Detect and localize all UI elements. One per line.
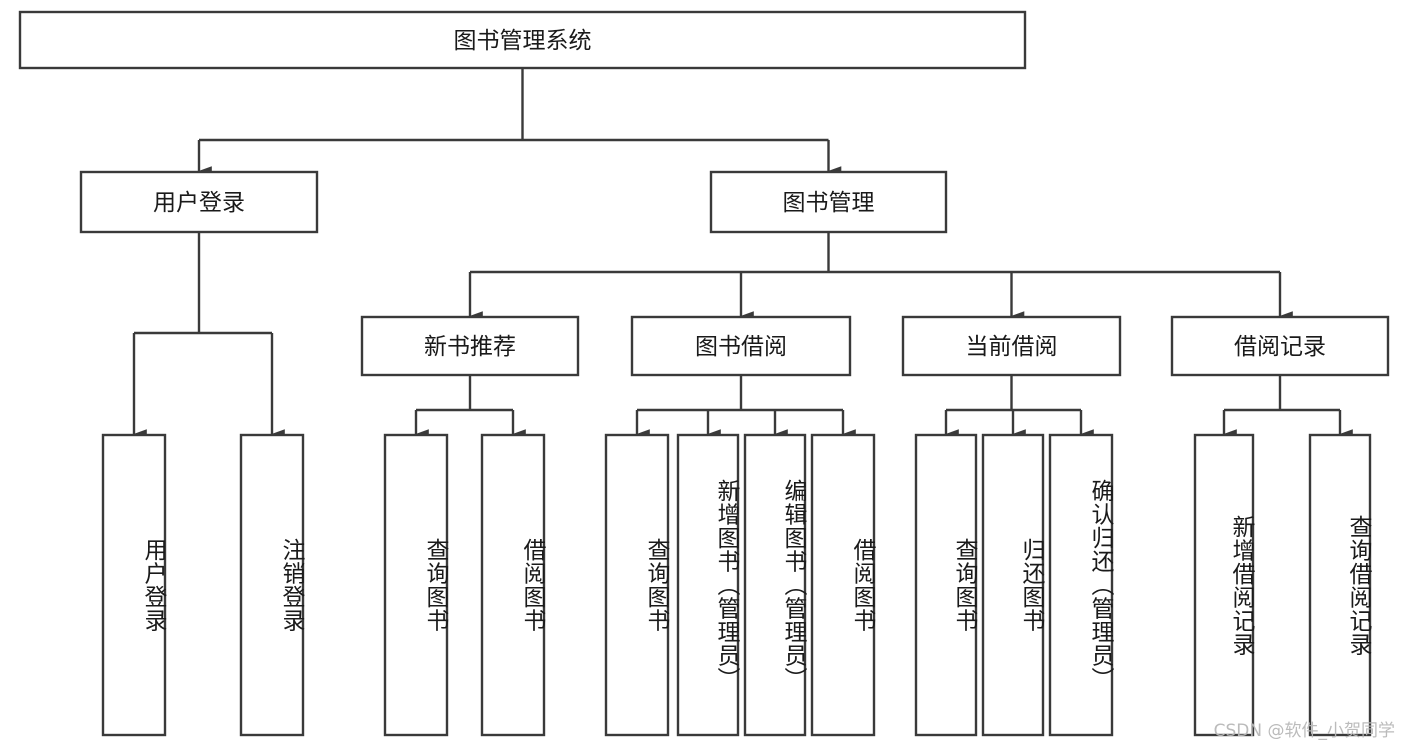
- node-leaf-query-book-borrow[interactable]: [604, 433, 670, 737]
- node-box-user-login[interactable]: [79, 170, 319, 234]
- node-leaf-return-book[interactable]: [981, 433, 1045, 737]
- node-box-leaf-query-book-recommend[interactable]: [383, 433, 449, 737]
- watermark: CSDN @软件_小贺同学: [1213, 721, 1395, 741]
- node-label-borrow-record: 借阅记录: [1234, 334, 1326, 360]
- node-borrow-record[interactable]: 借阅记录: [1170, 315, 1390, 377]
- node-label-current-borrow: 当前借阅: [966, 334, 1058, 360]
- node-leaf-user-login[interactable]: [101, 433, 167, 737]
- node-box-current-borrow[interactable]: [901, 315, 1122, 377]
- node-box-leaf-borrow-book[interactable]: [810, 433, 876, 737]
- node-box-leaf-edit-book-admin[interactable]: [743, 433, 807, 737]
- node-leaf-query-book-recommend[interactable]: [383, 433, 449, 737]
- node-book-borrow[interactable]: 图书借阅: [630, 315, 852, 377]
- node-label-new-book-recommend: 新书推荐: [424, 334, 516, 360]
- node-box-leaf-query-borrow-record[interactable]: [1308, 433, 1372, 737]
- node-user-login[interactable]: 用户登录: [79, 170, 319, 234]
- node-label-book-management: 图书管理: [783, 190, 875, 216]
- node-box-leaf-add-borrow-record[interactable]: [1193, 433, 1255, 737]
- node-leaf-query-book-current[interactable]: [914, 433, 978, 737]
- node-book-management[interactable]: 图书管理: [709, 170, 948, 234]
- node-leaf-query-borrow-record[interactable]: [1308, 433, 1372, 737]
- node-root[interactable]: 图书管理系统: [18, 10, 1027, 70]
- node-leaf-logout-login[interactable]: [239, 433, 305, 737]
- node-leaf-confirm-return-admin[interactable]: [1048, 433, 1114, 737]
- node-label-user-login: 用户登录: [153, 190, 245, 216]
- node-new-book-recommend[interactable]: 新书推荐: [360, 315, 580, 377]
- node-label-book-borrow: 图书借阅: [695, 334, 787, 360]
- node-leaf-add-book-admin[interactable]: [676, 433, 740, 737]
- node-leaf-edit-book-admin[interactable]: [743, 433, 807, 737]
- node-box-leaf-user-login[interactable]: [101, 433, 167, 737]
- node-current-borrow[interactable]: 当前借阅: [901, 315, 1122, 377]
- node-box-leaf-return-book[interactable]: [981, 433, 1045, 737]
- connectors-layer: [132, 68, 1353, 439]
- node-label-root: 图书管理系统: [454, 28, 592, 54]
- node-box-leaf-confirm-return-admin[interactable]: [1048, 433, 1114, 737]
- node-leaf-add-borrow-record[interactable]: [1193, 433, 1255, 737]
- node-box-leaf-add-book-admin[interactable]: [676, 433, 740, 737]
- node-box-borrow-record[interactable]: [1170, 315, 1390, 377]
- node-box-book-management[interactable]: [709, 170, 948, 234]
- node-box-leaf-query-book-borrow[interactable]: [604, 433, 670, 737]
- node-box-root[interactable]: [18, 10, 1027, 70]
- node-box-book-borrow[interactable]: [630, 315, 852, 377]
- node-leaf-borrow-book[interactable]: [810, 433, 876, 737]
- node-box-leaf-borrow-book-recommend[interactable]: [480, 433, 546, 737]
- node-box-leaf-logout-login[interactable]: [239, 433, 305, 737]
- node-box-leaf-query-book-current[interactable]: [914, 433, 978, 737]
- node-leaf-borrow-book-recommend[interactable]: [480, 433, 546, 737]
- node-box-new-book-recommend[interactable]: [360, 315, 580, 377]
